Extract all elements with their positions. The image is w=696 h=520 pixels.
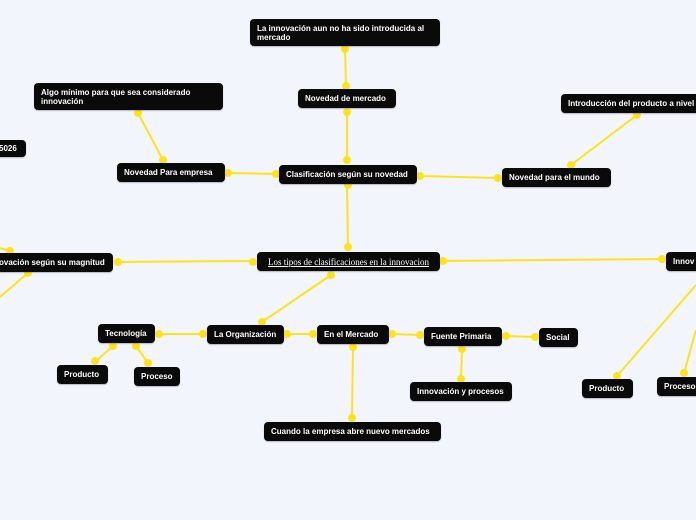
node-tecnologia[interactable]: Tecnología <box>98 324 155 343</box>
node-root[interactable]: Los tipos de clasificaciones en la innov… <box>257 252 440 271</box>
node-fuente-primaria[interactable]: Fuente Primaria <box>424 327 502 346</box>
connector-handle[interactable] <box>567 161 575 169</box>
connector-line <box>344 47 347 87</box>
connector-line <box>0 272 29 298</box>
node-intro-producto[interactable]: Introducción del producto a nivel <box>561 94 696 113</box>
connector-handle[interactable] <box>114 258 122 266</box>
connector-handle[interactable] <box>457 375 465 383</box>
connector-line <box>137 112 164 161</box>
node-nuevos-mercados[interactable]: Cuando la empresa abre nuevo mercados <box>264 422 441 441</box>
node-code-fragment[interactable]: 5026 <box>0 140 26 157</box>
connector-handle[interactable] <box>91 357 99 365</box>
connector-handle[interactable] <box>502 332 510 340</box>
connector-handle[interactable] <box>348 414 356 422</box>
connector-handle[interactable] <box>342 82 350 90</box>
connector-handle[interactable] <box>680 369 688 377</box>
connector-handle[interactable] <box>272 170 280 178</box>
node-proceso-right[interactable]: Proceso <box>657 377 696 396</box>
connector-line <box>261 274 332 323</box>
node-proceso-left[interactable]: Proceso <box>134 367 180 386</box>
connector-handle[interactable] <box>283 330 291 338</box>
node-organizacion[interactable]: La Organización <box>207 325 284 344</box>
node-innovacion-procesos[interactable]: Innovación y procesos <box>410 382 512 401</box>
connector-line <box>460 348 463 380</box>
connector-line <box>351 346 354 419</box>
connector-handle[interactable] <box>341 45 349 53</box>
connector-handle[interactable] <box>349 343 357 351</box>
connector-handle[interactable] <box>159 156 167 164</box>
node-clasificacion-novedad[interactable]: Clasificación según su novedad <box>279 165 417 184</box>
node-en-mercado[interactable]: En el Mercado <box>317 325 389 344</box>
connector-handle[interactable] <box>132 342 140 350</box>
node-novedad-mundo[interactable]: Novedad para el mundo <box>502 168 611 187</box>
node-no-introducida[interactable]: La innovación aun no ha sido introducida… <box>250 19 440 46</box>
node-innov-right[interactable]: Innov <box>666 252 696 271</box>
connector-handle[interactable] <box>144 359 152 367</box>
node-magnitud[interactable]: ovación según su magnitud <box>0 253 113 272</box>
connector-line <box>226 172 278 175</box>
connector-handle[interactable] <box>494 174 502 182</box>
connector-handle[interactable] <box>531 333 539 341</box>
connector-line <box>391 333 421 336</box>
connector-handle[interactable] <box>258 318 266 326</box>
connector-handle[interactable] <box>388 330 396 338</box>
connector-handle[interactable] <box>109 342 117 350</box>
connector-handle[interactable] <box>344 243 352 251</box>
connector-handle[interactable] <box>439 257 447 265</box>
connector-line <box>504 335 536 338</box>
connector-handle[interactable] <box>199 330 207 338</box>
node-novedad-mercado[interactable]: Novedad de mercado <box>298 89 396 108</box>
connector-handle[interactable] <box>224 169 232 177</box>
connector-handle[interactable] <box>416 172 424 180</box>
connector-line <box>683 329 696 374</box>
connector-line <box>346 185 349 248</box>
connector-handle[interactable] <box>613 372 621 380</box>
connector-handle[interactable] <box>633 111 641 119</box>
connector-handle[interactable] <box>658 255 666 263</box>
connector-handle[interactable] <box>309 330 317 338</box>
connector-handle[interactable] <box>327 271 335 279</box>
node-social[interactable]: Social <box>539 328 578 347</box>
connector-handle[interactable] <box>134 109 142 117</box>
connector-handle[interactable] <box>416 331 424 339</box>
node-producto-left[interactable]: Producto <box>57 365 108 384</box>
connector-handle[interactable] <box>343 108 351 116</box>
node-novedad-empresa[interactable]: Novedad Para empresa <box>117 163 225 182</box>
connector-line <box>419 175 499 179</box>
connector-handle[interactable] <box>155 330 163 338</box>
connector-line <box>442 258 663 262</box>
node-algo-minimo[interactable]: Algo mínimo para que sea considerado inn… <box>34 83 223 110</box>
connector-line <box>117 260 254 263</box>
connector-handle[interactable] <box>458 345 466 353</box>
node-producto-right[interactable]: Producto <box>582 379 633 398</box>
connector-handle[interactable] <box>343 156 351 164</box>
connector-line <box>616 284 696 377</box>
connector-handle[interactable] <box>249 258 257 266</box>
connector-line <box>570 114 638 166</box>
